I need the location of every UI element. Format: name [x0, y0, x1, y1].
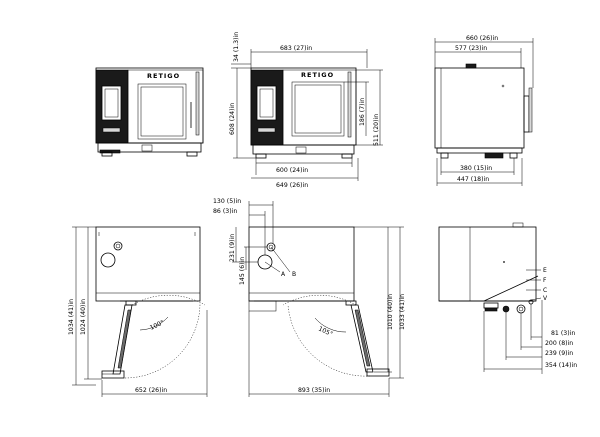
dim-mid-x2: 86 (3)in	[213, 208, 237, 215]
label-connection-e: E	[543, 267, 547, 274]
dim-plan-left-depth-inner: 1024 (40)in	[80, 299, 87, 335]
dim-plan-mid-total: 1033 (41)in	[399, 294, 406, 330]
dim-plan-mid-depth: 1010 (40)in	[387, 294, 394, 330]
label-connection-f: F	[543, 277, 547, 284]
dim-window-height: 186 (7)in	[359, 98, 366, 126]
dim-mid-x1: 130 (5)in	[213, 198, 241, 205]
dim-rear-3: 239 (9)in	[545, 350, 573, 357]
plan-view-middle: A B 105° 130 (5)in 86 (3)in 231 (9)in 14…	[213, 198, 406, 397]
side-view: 660 (26)in 577 (23)in 380 (15)in 447 (18…	[434, 35, 534, 186]
dim-top-offset: 34 (1.3)in	[233, 32, 240, 62]
dim-plan-left-depth: 1034 (41)in	[68, 299, 75, 335]
dim-total-width: 649 (26)in	[276, 182, 308, 189]
dim-front-height: 608 (24)in	[229, 103, 236, 135]
dim-plan-left-angle: 100°	[148, 318, 165, 332]
dim-door-height: 511 (20)in	[373, 114, 380, 146]
label-connection-a: A	[281, 271, 286, 278]
brand-logo-2: RETIGO	[301, 71, 334, 79]
dim-foot-width: 600 (24)in	[276, 167, 308, 174]
dim-rear-2: 200 (8)in	[545, 340, 573, 347]
plan-view-left: 100° 1034 (41)in 1024 (40)in 652 (26)in	[68, 226, 208, 397]
rear-view: E F C V 81 (3)in 200 (8)in 239 (9)in 354…	[438, 222, 577, 374]
brand-logo: RETIGO	[147, 72, 180, 80]
label-connection-c: C	[543, 287, 547, 294]
dim-side-feet: 380 (15)in	[460, 165, 492, 172]
dim-plan-mid-width: 893 (35)in	[298, 387, 330, 394]
dim-mid-y2: 145 (6)in	[239, 257, 246, 285]
label-connection-b: B	[292, 271, 296, 278]
dim-rear-4: 354 (14)in	[545, 362, 577, 369]
dim-mid-y1: 231 (9)in	[229, 234, 236, 262]
dim-side-base: 447 (18)in	[457, 176, 489, 183]
dim-rear-1: 81 (3)in	[551, 330, 575, 337]
dim-side-total: 660 (26)in	[466, 35, 498, 42]
front-view-left: RETIGO	[95, 67, 204, 157]
label-connection-v: V	[543, 295, 548, 302]
front-view-dimensioned: RETIGO 683 (27)in 34 (1.3)in 608 (24)in …	[229, 32, 383, 189]
dim-plan-left-width: 652 (26)in	[135, 387, 167, 394]
dim-front-width: 683 (27)in	[280, 45, 312, 52]
dim-side-depth: 577 (23)in	[455, 45, 487, 52]
dim-plan-mid-angle: 105°	[317, 325, 334, 339]
